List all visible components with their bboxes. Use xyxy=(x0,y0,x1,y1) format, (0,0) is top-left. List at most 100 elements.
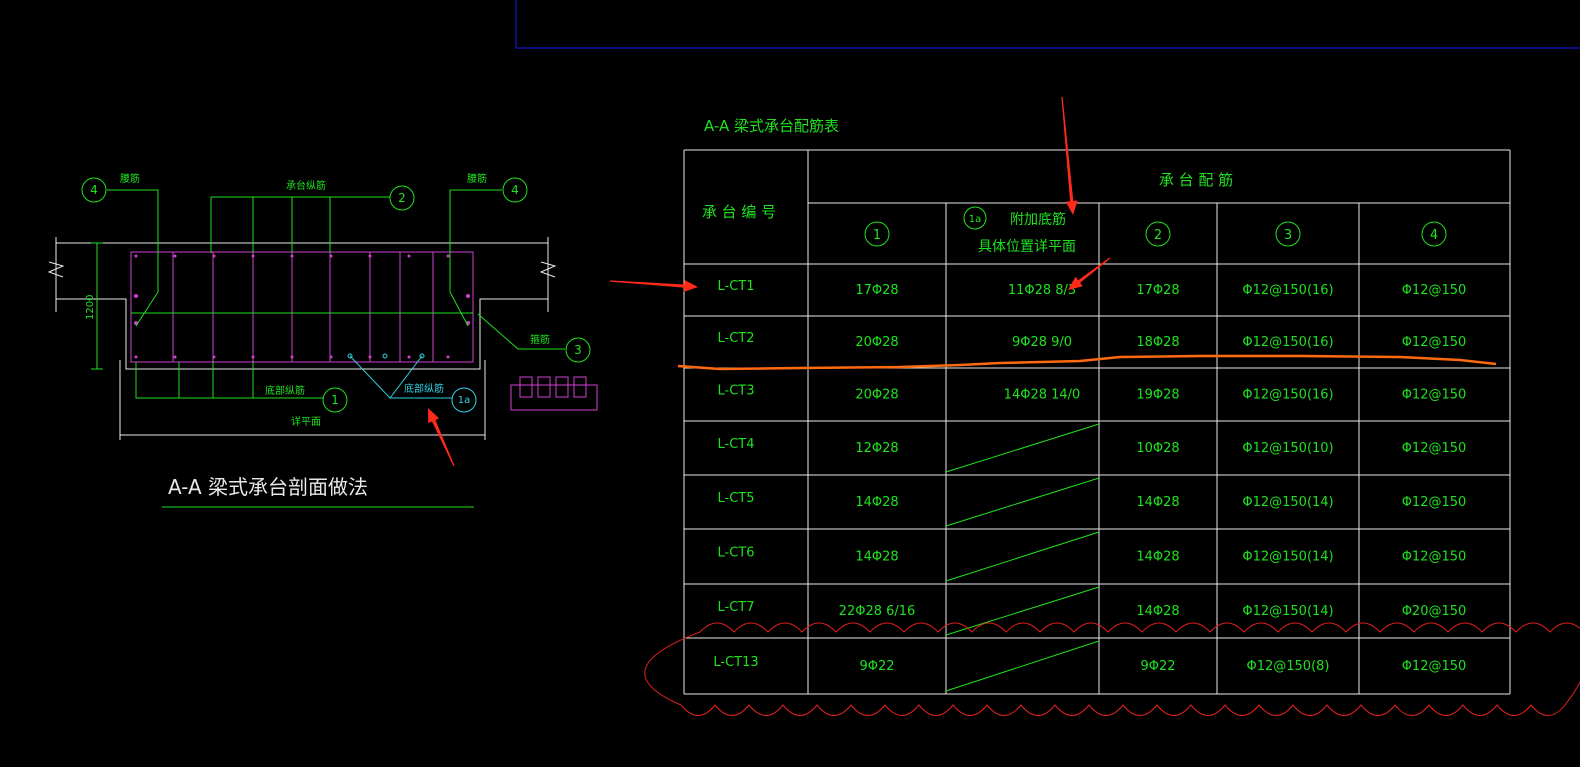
cell-cap-id: L-CT1 xyxy=(718,279,755,294)
cell-c4: Φ12@150 xyxy=(1402,388,1467,403)
leader-waist-left xyxy=(107,189,159,327)
cell-c4: Φ20@150 xyxy=(1402,604,1467,619)
cell-c4: Φ12@150 xyxy=(1402,335,1467,350)
added-bar-dot xyxy=(347,353,353,359)
added-bar-dot xyxy=(419,353,425,359)
viewport-frame-line xyxy=(515,0,1580,49)
dimension-height: 1200 xyxy=(85,295,96,320)
cell-cap-id: L-CT4 xyxy=(718,437,755,452)
bar-dot-side xyxy=(134,294,138,298)
leader-bottom-1 xyxy=(135,362,323,399)
cell-c2: 14Φ28 xyxy=(1136,550,1179,565)
cell-empty-slash xyxy=(945,586,1100,636)
column-circle-1a-label: 1a xyxy=(969,214,982,225)
cell-c1: 17Φ28 xyxy=(855,283,898,298)
viewport-frame xyxy=(515,0,1580,49)
cell-c3: Φ12@150(16) xyxy=(1242,335,1333,350)
added-bar-dot xyxy=(382,353,388,359)
revision-cloud xyxy=(644,622,1580,716)
bar-dot-bottom xyxy=(407,355,411,359)
column-circle-label: 1 xyxy=(873,228,881,243)
bar-dot-bottom xyxy=(251,355,255,359)
cell-cap-id: L-CT3 xyxy=(718,384,755,399)
callout-2: 2 xyxy=(398,191,406,205)
bar-dot-side xyxy=(466,294,470,298)
rebar-cage xyxy=(130,251,474,363)
bar-dot-bottom xyxy=(290,355,294,359)
cell-c4: Φ12@150 xyxy=(1402,283,1467,298)
cell-c1: 14Φ28 xyxy=(855,495,898,510)
red-arrow-left xyxy=(609,280,698,293)
callout-circle-1a xyxy=(451,387,477,413)
cell-c3: Φ12@150(14) xyxy=(1242,495,1333,510)
label-waist-bar-right: 腰筋 xyxy=(467,172,487,185)
column-circle-label: 2 xyxy=(1154,228,1162,243)
label-see-plan: 详平面 xyxy=(291,415,321,428)
column-circle-1a xyxy=(963,206,987,230)
break-mark-left xyxy=(47,261,65,278)
callout-4-right: 4 xyxy=(511,183,519,197)
stirrup-legend-loop xyxy=(573,376,587,398)
column-note-added-bottom-bar: 附加底筋 xyxy=(1010,211,1066,228)
bar-dot-top xyxy=(329,254,333,258)
bar-dot-bottom xyxy=(368,355,372,359)
cell-c4: Φ12@150 xyxy=(1402,441,1467,456)
cell-c1: 12Φ28 xyxy=(855,441,898,456)
header-cap-rebar: 承 台 配 筋 xyxy=(1159,171,1233,189)
label-stirrup: 箍筋 xyxy=(530,333,550,346)
table-grid xyxy=(683,149,1511,695)
bar-dot-bottom xyxy=(329,355,333,359)
cell-c3: Φ12@150(8) xyxy=(1246,659,1329,674)
callout-circle-1 xyxy=(322,387,348,413)
section-detail: 腰筋 承台纵筋 腰筋 箍筋 底部纵筋 底部纵筋 详平面 1200 4 2 4 3… xyxy=(47,172,598,508)
cell-c1: 14Φ28 xyxy=(855,550,898,565)
stirrup-legend-loop xyxy=(537,376,551,398)
callout-circle-4-right xyxy=(502,177,528,203)
cell-c3: Φ12@150(14) xyxy=(1242,604,1333,619)
callout-4-left: 4 xyxy=(90,183,98,197)
cell-c4: Φ12@150 xyxy=(1402,495,1467,510)
cell-c2: 14Φ28 xyxy=(1136,604,1179,619)
column-note-see-plan: 具体位置详平面 xyxy=(978,239,1076,255)
bar-dot-bottom xyxy=(212,355,216,359)
bar-dot-bottom xyxy=(446,355,450,359)
orange-markup-line xyxy=(677,354,1497,371)
cell-empty-slash xyxy=(945,640,1100,692)
bar-dot-top xyxy=(212,254,216,258)
column-circle-label: 4 xyxy=(1430,228,1438,243)
cell-c3: Φ12@150(14) xyxy=(1242,550,1333,565)
cell-c1a: 14Φ28 14/0 xyxy=(1004,388,1081,403)
cell-c2: 18Φ28 xyxy=(1136,335,1179,350)
callout-1a: 1a xyxy=(458,395,471,406)
label-bottom-bar-1a: 底部纵筋 xyxy=(404,382,444,395)
callout-1: 1 xyxy=(331,393,339,407)
cell-c1a: 11Φ28 8/3 xyxy=(1008,283,1076,298)
column-circle-3 xyxy=(1275,221,1301,247)
cell-empty-slash xyxy=(945,531,1100,582)
cell-c1: 9Φ22 xyxy=(859,659,894,674)
bar-dot-bottom xyxy=(173,355,177,359)
cell-c4: Φ12@150 xyxy=(1402,550,1467,565)
break-mark-right xyxy=(539,261,557,278)
bar-dot-top xyxy=(407,254,411,258)
bar-dot-top xyxy=(134,254,138,258)
red-arrow-mid xyxy=(1068,257,1111,290)
bar-dot-top xyxy=(173,254,177,258)
leader-bottom-1a-2 xyxy=(389,355,423,399)
label-longitudinal-bar: 承台纵筋 xyxy=(286,179,326,192)
callout-circle-2 xyxy=(389,185,415,211)
leader-waist-right xyxy=(449,190,469,327)
callout-circle-3 xyxy=(565,337,591,363)
review-markups xyxy=(428,96,1580,716)
column-circle-2 xyxy=(1145,221,1171,247)
section-geometry xyxy=(47,177,598,508)
cell-c2: 17Φ28 xyxy=(1136,283,1179,298)
cell-empty-slash xyxy=(945,423,1100,473)
